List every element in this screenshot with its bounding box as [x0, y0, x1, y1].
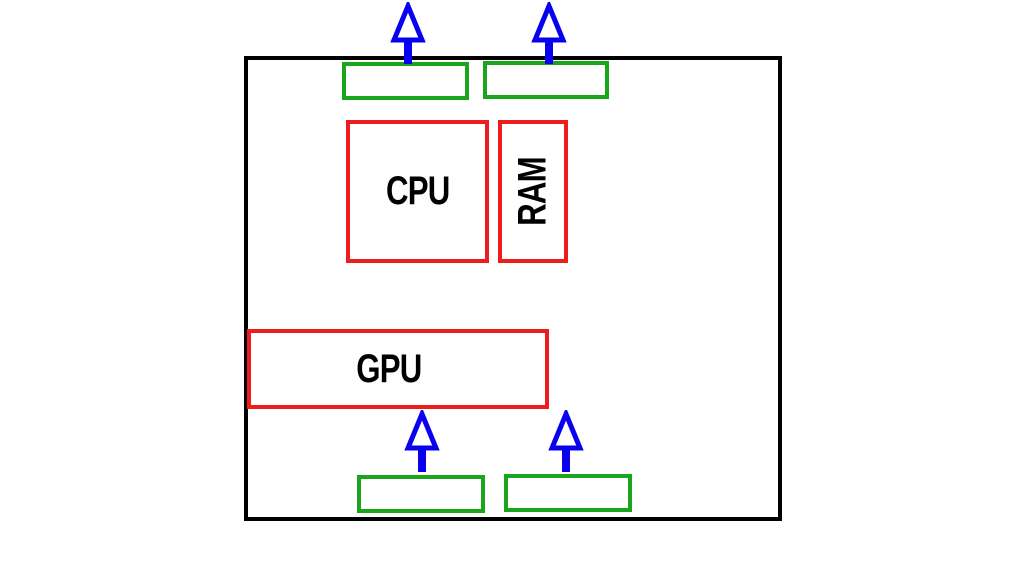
airflow-up-arrow-icon: [548, 410, 584, 472]
fan-top-left: [342, 62, 469, 100]
gpu-label: GPU: [356, 346, 422, 391]
cpu-label: CPU: [385, 169, 450, 213]
airflow-up-arrow-icon: [404, 410, 440, 472]
airflow-up-arrow-icon: [390, 2, 426, 64]
fan-bottom-left: [357, 475, 485, 513]
airflow-up-arrow-icon: [531, 2, 567, 64]
fan-bottom-right: [504, 474, 632, 512]
gpu-block: GPU: [247, 329, 549, 409]
ram-block: RAM: [498, 120, 568, 263]
fan-top-right: [483, 61, 609, 99]
ram-label: RAM: [510, 157, 555, 226]
cpu-block: CPU: [346, 120, 489, 263]
